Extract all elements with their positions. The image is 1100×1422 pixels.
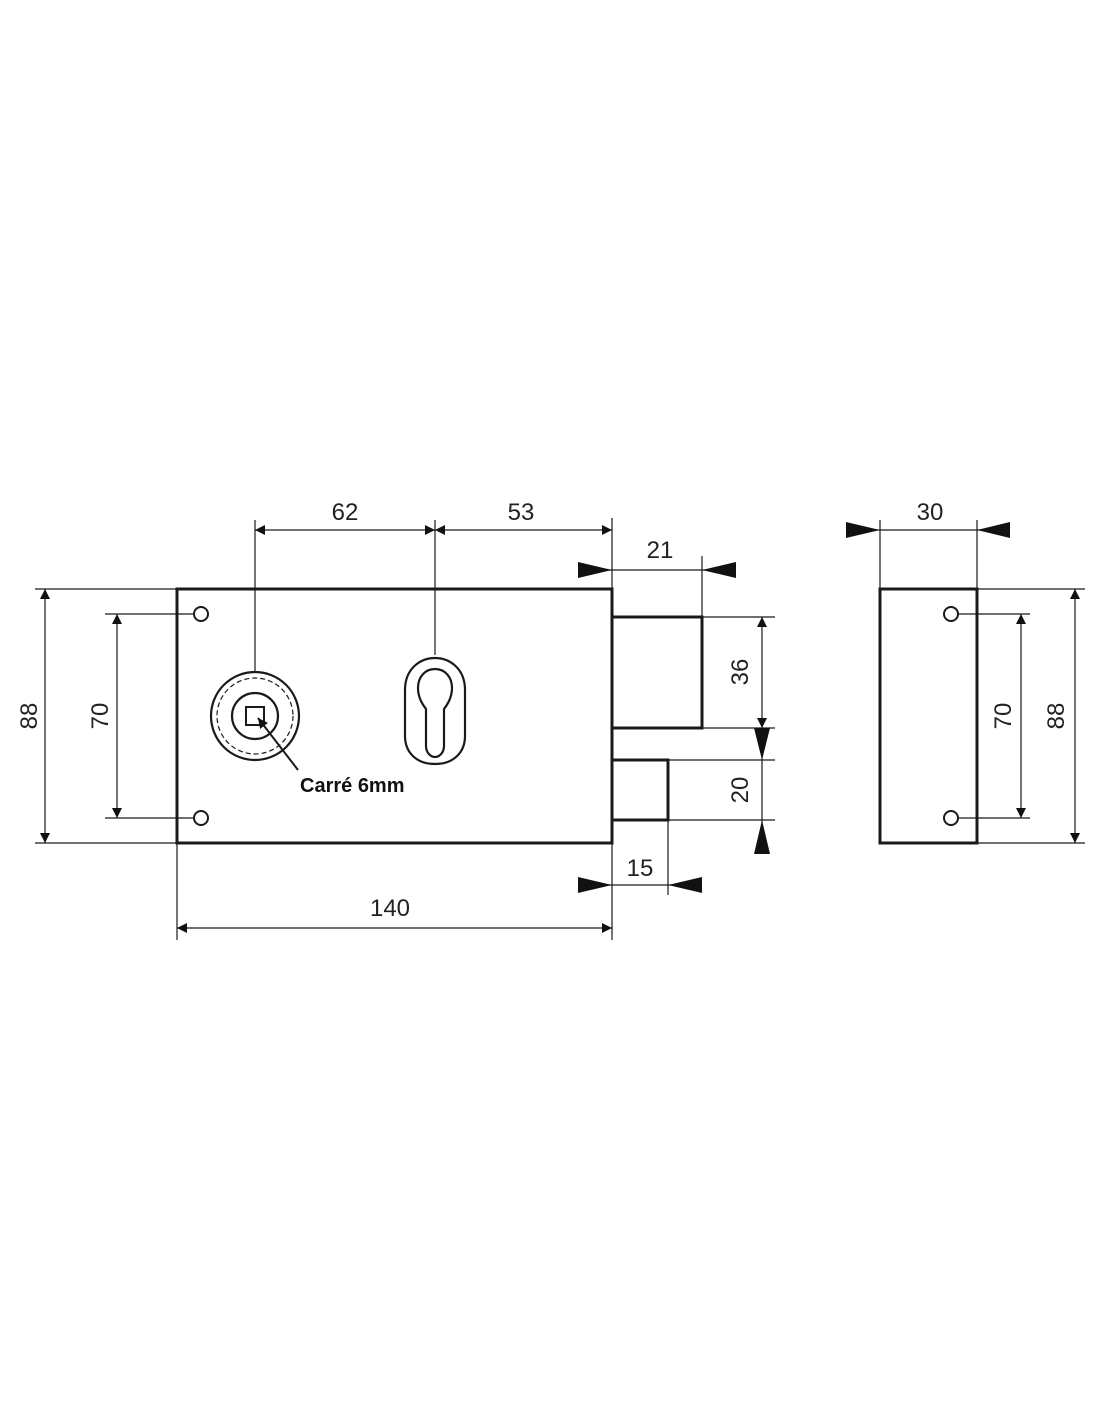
side-view: 30 70 88 — [846, 499, 1085, 845]
follower-leader-line — [257, 717, 299, 771]
follower-hub — [209, 670, 301, 762]
deadbolt — [610, 615, 704, 730]
follower-annotation: Carré 6mm — [300, 775, 405, 797]
dim-text-88-side: 88 — [1043, 703, 1070, 730]
square-spindle-hole — [245, 706, 265, 726]
front-view: 62 53 21 140 15 88 70 36 20 Carré 6mm — [16, 499, 775, 940]
mounting-hole-bottom — [193, 810, 209, 826]
dim-text-62: 62 — [332, 499, 359, 526]
dim-text-53: 53 — [508, 499, 535, 526]
dim-text-36: 36 — [727, 659, 754, 686]
lock-case-outline — [175, 587, 614, 845]
side-extension-lines — [879, 520, 1085, 844]
dim-text-70-front: 70 — [87, 703, 114, 730]
side-outside-arrows — [846, 522, 1010, 538]
outside-arrows — [578, 562, 770, 893]
latch-bolt — [610, 758, 670, 822]
dim-text-15: 15 — [627, 855, 654, 882]
dim-text-21: 21 — [647, 537, 674, 564]
dim-text-140: 140 — [370, 895, 410, 922]
dim-text-20: 20 — [727, 777, 754, 804]
dim-text-30: 30 — [917, 499, 944, 526]
side-mounting-hole-top — [943, 606, 959, 622]
side-case-outline — [878, 587, 979, 845]
dim-text-88-front: 88 — [16, 703, 43, 730]
cylinder-escutcheon — [403, 656, 467, 766]
dim-text-70-side: 70 — [990, 703, 1017, 730]
mounting-hole-top — [193, 606, 209, 622]
extension-lines — [35, 518, 775, 940]
side-mounting-hole-bottom — [943, 810, 959, 826]
